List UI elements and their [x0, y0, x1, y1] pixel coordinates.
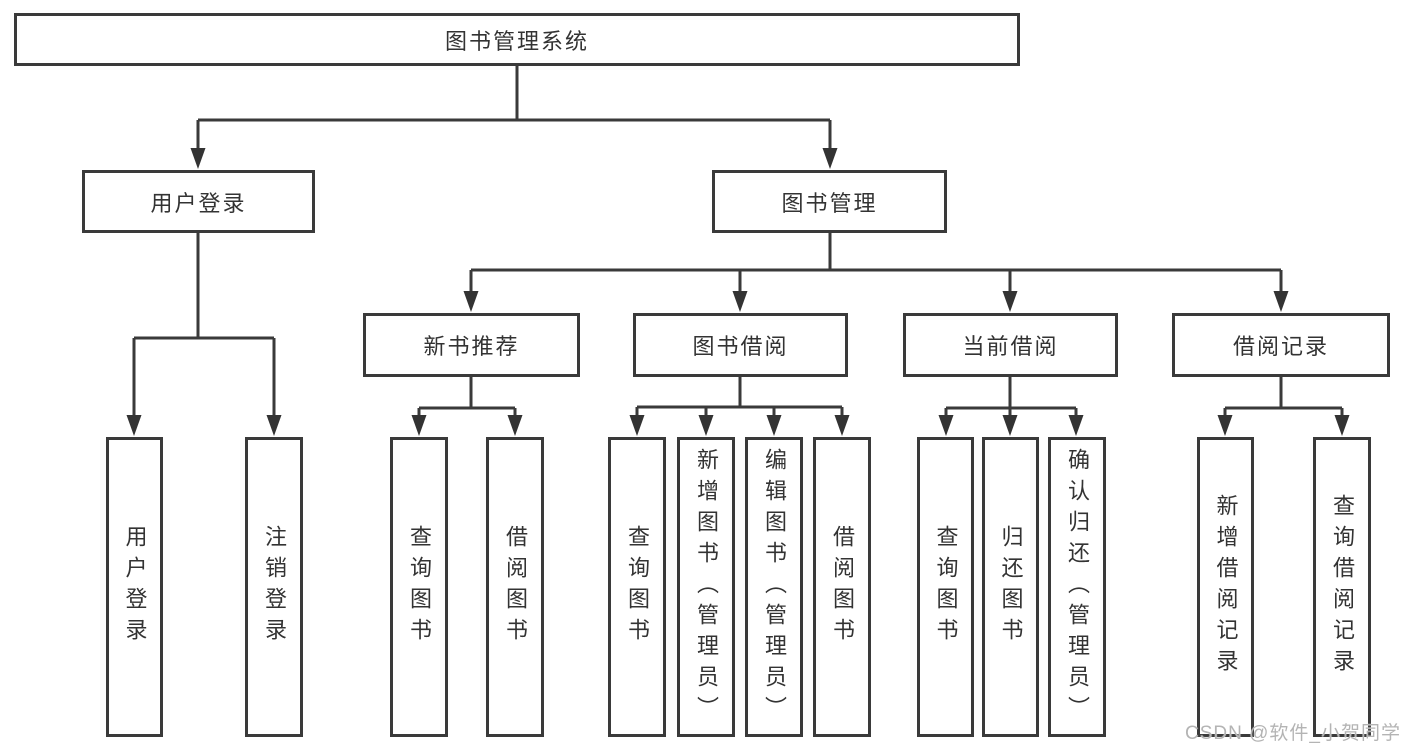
node-new-book-recommend: 新书推荐	[363, 313, 580, 377]
arrowheads	[126, 148, 1350, 436]
leaf-query-books-current: 查询图书	[917, 437, 974, 737]
node-current-borrowing: 当前借阅	[903, 313, 1118, 377]
leaf-add-borrow-record: 新增借阅记录	[1197, 437, 1254, 737]
node-user-login: 用户登录	[82, 170, 315, 233]
leaf-edit-books-admin: 编辑图书（管理员）	[745, 437, 803, 737]
leaf-confirm-return-admin: 确认归还（管理员）	[1048, 437, 1106, 737]
leaf-borrow-books-recommend: 借阅图书	[486, 437, 544, 737]
leaf-logout: 注销登录	[245, 437, 303, 737]
node-borrowing-records: 借阅记录	[1172, 313, 1390, 377]
leaf-add-books-admin: 新增图书（管理员）	[677, 437, 735, 737]
leaf-query-books-recommend: 查询图书	[390, 437, 448, 737]
node-book-borrowing: 图书借阅	[633, 313, 848, 377]
node-root-system: 图书管理系统	[14, 13, 1020, 66]
node-book-management: 图书管理	[712, 170, 947, 233]
csdn-watermark: CSDN @软件_小贺同学	[1185, 723, 1401, 744]
leaf-borrow-books: 借阅图书	[813, 437, 871, 737]
connector-shafts	[132, 66, 1344, 418]
leaf-query-books-borrow: 查询图书	[608, 437, 666, 737]
leaf-return-books: 归还图书	[982, 437, 1039, 737]
leaf-query-borrow-record: 查询借阅记录	[1313, 437, 1371, 737]
leaf-user-login: 用户登录	[106, 437, 163, 737]
